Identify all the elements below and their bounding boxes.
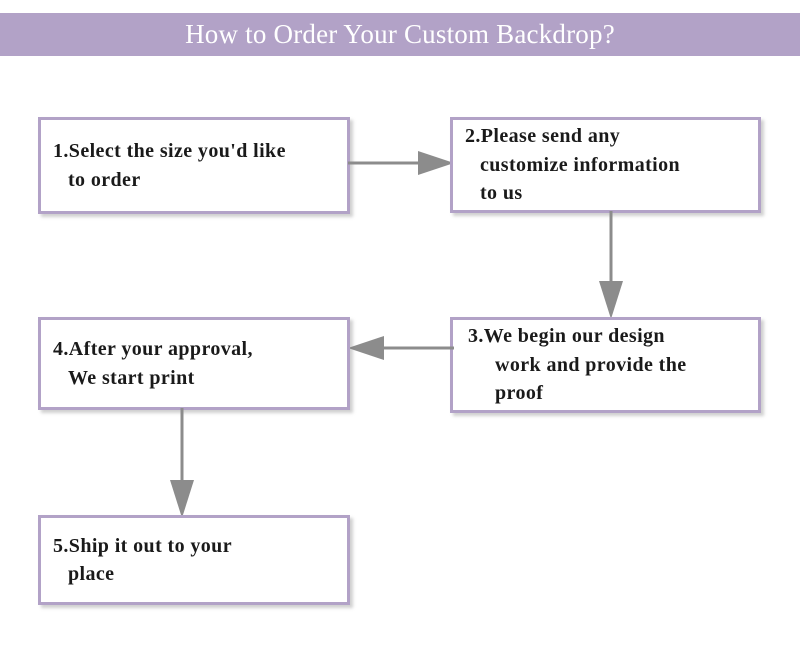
connector-step2-to-step3	[599, 211, 623, 319]
flow-step-2: 2.Please send any customize information …	[450, 117, 761, 213]
flow-step-4: 4.After your approval, We start print	[38, 317, 350, 410]
flow-step-5: 5.Ship it out to your place	[38, 515, 350, 605]
flow-step-3: 3.We begin our design work and provide t…	[450, 317, 761, 413]
page-title-banner: How to Order Your Custom Backdrop?	[0, 13, 800, 56]
flow-step-5-label: 5.Ship it out to your place	[53, 534, 232, 585]
flow-step-1-label: 1.Select the size you'd like to order	[53, 140, 286, 191]
page-title: How to Order Your Custom Backdrop?	[185, 19, 615, 49]
connector-step4-to-step5	[170, 408, 194, 518]
flow-step-2-label: 2.Please send any customize information …	[465, 125, 681, 205]
flow-step-1: 1.Select the size you'd like to order	[38, 117, 350, 214]
flow-step-4-label: 4.After your approval, We start print	[53, 338, 253, 389]
connector-step3-to-step4	[348, 336, 454, 360]
connector-step1-to-step2	[348, 151, 454, 175]
flow-step-3-label: 3.We begin our design work and provide t…	[468, 325, 687, 405]
